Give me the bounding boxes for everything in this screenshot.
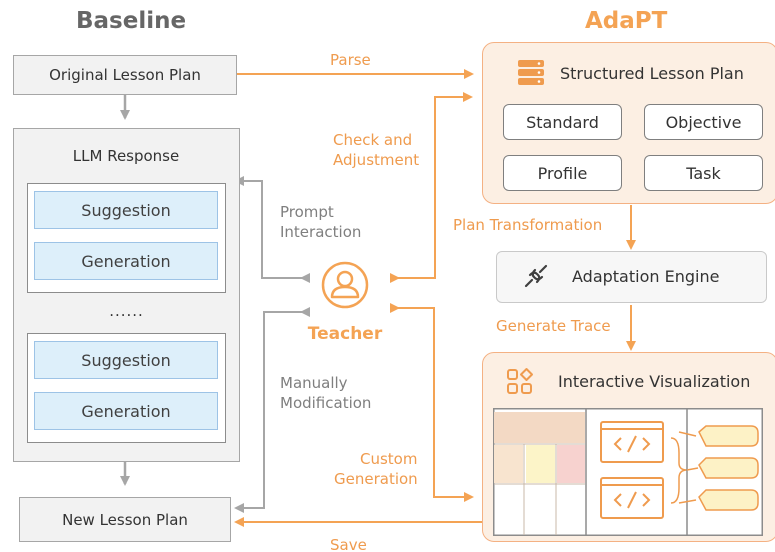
structured-lesson-plan-title: Structured Lesson Plan (560, 64, 744, 83)
parse-label: Parse (330, 51, 371, 69)
tag-2 (686, 457, 759, 479)
manual-modification-arrow (234, 307, 310, 513)
new-lesson-plan: New Lesson Plan (19, 497, 231, 542)
prompt-interaction-arrow (234, 176, 310, 283)
teacher-label: Teacher (307, 324, 383, 344)
original-lesson-plan: Original Lesson Plan (13, 55, 237, 95)
check-label-line2: Adjustment (333, 151, 420, 169)
save-label: Save (330, 536, 367, 552)
check-adjustment-arrow (390, 92, 473, 283)
code-icon (600, 477, 664, 519)
suggestion-block-1: Suggestion (34, 191, 218, 229)
baseline-title: Baseline (76, 8, 187, 34)
prompt-label-line2: Interaction (280, 223, 362, 241)
ellipsis: ...... (109, 302, 144, 320)
tag-1 (678, 425, 759, 447)
generation-block-1: Generation (34, 242, 218, 280)
standard-box: Standard (503, 104, 622, 140)
tag-3 (678, 489, 759, 511)
task-box: Task (644, 155, 763, 191)
check-label-line1: Check and (333, 131, 413, 149)
profile-box: Profile (503, 155, 622, 191)
custom-label-line1: Custom (360, 450, 418, 468)
suggestion-block-2: Suggestion (34, 341, 218, 379)
link-icon (524, 264, 548, 288)
table-grid (494, 408, 587, 535)
llm-response-title: LLM Response (72, 147, 180, 165)
generate-trace-label: Generate Trace (496, 317, 611, 335)
manual-label-line2: Modification (280, 394, 372, 412)
database-icon (518, 60, 544, 85)
adapt-title: AdaPT (585, 8, 668, 34)
dashboard-icon (507, 368, 533, 394)
plan-transformation-label: Plan Transformation (453, 216, 603, 234)
interactive-visualization-title: Interactive Visualization (558, 372, 751, 391)
visualization-mock (493, 408, 763, 536)
code-icon (600, 421, 664, 463)
adaptation-engine-label: Adaptation Engine (572, 267, 720, 286)
person-icon (321, 261, 369, 309)
objective-box: Objective (644, 104, 763, 140)
generation-block-2: Generation (34, 392, 218, 430)
prompt-label-line1: Prompt (280, 203, 334, 221)
custom-generation-arrow (390, 303, 474, 502)
custom-label-line2: Generation (334, 470, 418, 488)
manual-label-line1: Manually (280, 374, 348, 392)
